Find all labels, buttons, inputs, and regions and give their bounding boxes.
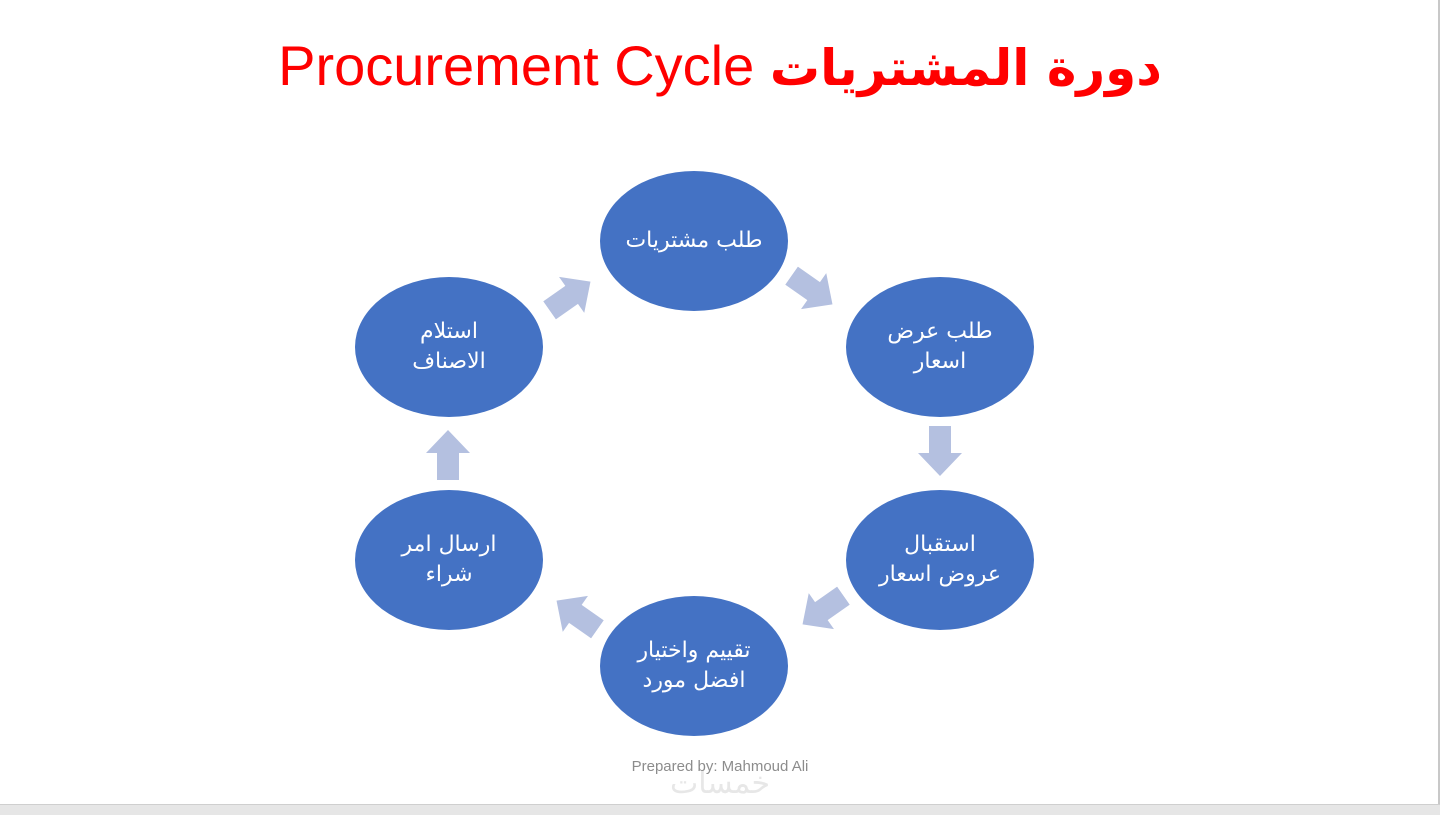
cycle-arrow-4	[556, 595, 604, 639]
node-receive-items: استلام الاصناف	[355, 277, 543, 417]
node-label: طلب مشتريات	[625, 228, 763, 253]
node-label: استلام الاصناف	[412, 319, 486, 374]
node-purchase-order: ارسال امر شراء	[355, 490, 543, 630]
cycle-arrow-5	[426, 430, 470, 480]
cycle-arrow-1	[785, 266, 833, 310]
node-label: طلب عرض اسعار	[887, 319, 993, 374]
node-purchase-request: طلب مشتريات	[600, 171, 788, 311]
window-bottom-bar	[0, 804, 1440, 815]
node-label: ارسال امر شراء	[401, 532, 497, 587]
slide-title: Procurement Cycle دورة المشتريات	[0, 30, 1440, 104]
node-label: تقييم واختيار افضل مورد	[637, 638, 751, 693]
node-label: استقبال عروض اسعار	[879, 532, 1001, 587]
cycle-arrow-3	[802, 586, 850, 630]
title-english: Procurement Cycle	[278, 34, 755, 97]
node-quote-request: طلب عرض اسعار	[846, 277, 1034, 417]
title-arabic: دورة المشتريات	[769, 39, 1162, 97]
cycle-arrow-6	[543, 276, 591, 320]
watermark-logo: خمسات	[669, 766, 771, 801]
node-receive-quotes: استقبال عروض اسعار	[846, 490, 1034, 630]
footer-credit: Prepared by: Mahmoud Ali	[631, 758, 809, 775]
node-evaluate-select: تقييم واختيار افضل مورد	[600, 596, 788, 736]
cycle-arrow-2	[918, 426, 962, 476]
